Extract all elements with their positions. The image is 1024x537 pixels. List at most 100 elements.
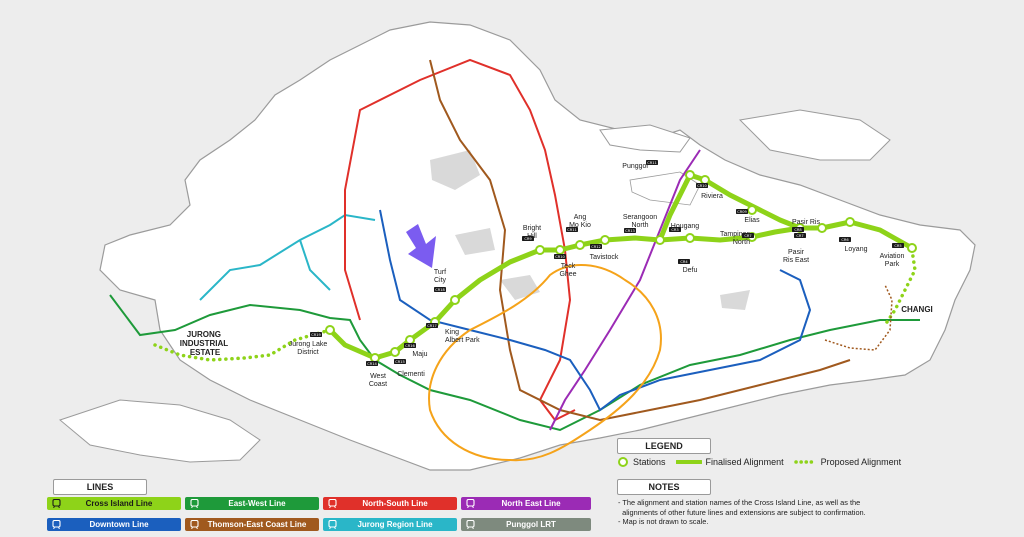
station-marker[interactable] <box>405 335 415 345</box>
note-line: alignments of other future lines and ext… <box>618 507 866 517</box>
station-label: Defu <box>683 267 698 274</box>
downtown-line <box>379 209 812 412</box>
station-marker[interactable] <box>325 325 335 335</box>
line-legend-label: East-West Line <box>228 499 286 508</box>
train-icon <box>51 520 61 529</box>
station-code: CR14 <box>367 362 377 366</box>
reservoir <box>720 290 750 310</box>
station-code: CR6 <box>841 238 849 242</box>
station-marker[interactable] <box>600 235 610 245</box>
southwest-islands <box>58 399 261 463</box>
station-code: CR10 <box>555 255 565 259</box>
station-marker[interactable] <box>450 295 460 305</box>
station-marker[interactable] <box>575 240 585 250</box>
station-code: CR10 <box>697 184 707 188</box>
train-icon <box>465 499 475 508</box>
station-marker[interactable] <box>817 223 827 233</box>
area-label-jurong: JURONG INDUSTRIAL ESTATE <box>180 330 231 357</box>
station-code: CR4 <box>680 260 688 264</box>
line-legend-label: Jurong Region Line <box>357 520 433 529</box>
station-code: CR18 <box>435 288 445 292</box>
station-code-tag <box>678 259 690 264</box>
station-marker[interactable] <box>685 170 695 180</box>
station-code: CR7 <box>796 234 803 238</box>
station-icon <box>618 457 628 467</box>
train-icon <box>189 520 199 529</box>
train-icon <box>327 499 337 508</box>
pulau-tekong <box>738 109 891 161</box>
station-code: CR8 <box>794 228 802 232</box>
station-code-tag <box>792 227 804 232</box>
line-legend-item: Punggol LRT <box>461 518 591 531</box>
station-marker[interactable] <box>555 245 565 255</box>
station-marker[interactable] <box>370 353 380 363</box>
train-icon <box>51 499 61 508</box>
station-code-tag <box>624 228 636 233</box>
legend-row: Stations Finalised Alignment Proposed Al… <box>617 456 901 468</box>
north-south-line <box>344 58 576 422</box>
station-code-tag <box>554 254 566 259</box>
circle-line <box>428 264 662 462</box>
station-code: CR15 <box>395 360 405 364</box>
station-code: CR09 <box>737 210 747 214</box>
area-label-changi: CHANGI <box>901 305 933 314</box>
station-code-tag <box>522 236 534 241</box>
line-legend-item: Jurong Region Line <box>323 518 457 531</box>
station-code: CR9 <box>524 237 532 241</box>
area-label-line: INDUSTRIAL <box>180 339 229 348</box>
note-line: - The alignment and station names of the… <box>618 498 861 507</box>
station-label: Hougang <box>671 223 700 230</box>
station-marker[interactable] <box>747 205 757 215</box>
station-marker[interactable] <box>390 347 400 357</box>
station-code-tag <box>566 227 578 232</box>
station-marker[interactable] <box>655 235 665 245</box>
thomson-east-coast-line <box>429 59 851 422</box>
station-code: CR11 <box>647 161 657 165</box>
train-icon <box>189 499 199 508</box>
station-code-tag <box>394 359 406 364</box>
cross-island-line-punggol <box>657 172 803 243</box>
station-code-tag <box>404 343 416 348</box>
station-marker[interactable] <box>845 217 855 227</box>
lines-title: LINES <box>53 479 147 495</box>
station-label: Maju <box>412 351 427 358</box>
notes-list: - The alignment and station names of the… <box>618 498 1018 527</box>
arrow-pointer-icon <box>406 224 436 268</box>
reservoir <box>629 171 701 206</box>
line-legend-label: Cross Island Line <box>85 499 153 508</box>
station-marker[interactable] <box>907 243 917 253</box>
legend-finalised: Finalised Alignment <box>705 457 784 467</box>
line-legend-item: East-West Line <box>185 497 319 510</box>
train-icon <box>327 520 337 529</box>
proposed-line-icon <box>793 460 818 464</box>
line-legend-label: Thomson-East Coast Line <box>207 520 307 529</box>
station-code: CR19 <box>311 333 321 337</box>
station-code-tag <box>310 332 322 337</box>
area-label-line: ESTATE <box>190 348 221 357</box>
station-code-tag <box>742 233 754 238</box>
station-marker[interactable] <box>535 245 545 255</box>
station-code: CR12 <box>591 245 601 249</box>
station-code: CR3 <box>671 228 678 232</box>
station-marker[interactable] <box>685 233 695 243</box>
station-marker[interactable] <box>700 175 710 185</box>
line-legend-item: Cross Island Line <box>47 497 181 510</box>
line-legend-label: Downtown Line <box>89 520 149 529</box>
station-code-tag <box>366 361 378 366</box>
station-code-tag <box>669 227 681 232</box>
station-label: Pasir Ris <box>792 219 821 226</box>
line-legend-item: North-South Line <box>323 497 457 510</box>
station-code-tag <box>839 237 851 242</box>
legend-title: LEGEND <box>617 438 711 454</box>
cil-proposed-west <box>153 328 332 362</box>
station-code-tag <box>892 243 904 248</box>
